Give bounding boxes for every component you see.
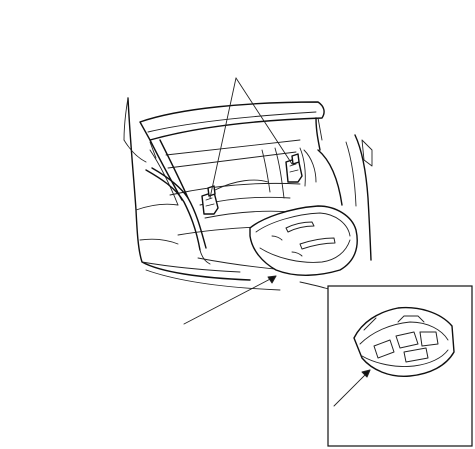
floor-tray <box>249 205 358 276</box>
tie-down-hook-left <box>201 185 219 215</box>
cable-lines <box>145 167 211 265</box>
inset-box <box>327 285 473 447</box>
leader-line-tray <box>183 275 277 325</box>
callout-leaders-top <box>209 77 293 199</box>
leader-arrowhead-tray <box>267 275 277 284</box>
tie-down-hook-right <box>285 153 303 183</box>
trunk-lid <box>139 101 325 201</box>
